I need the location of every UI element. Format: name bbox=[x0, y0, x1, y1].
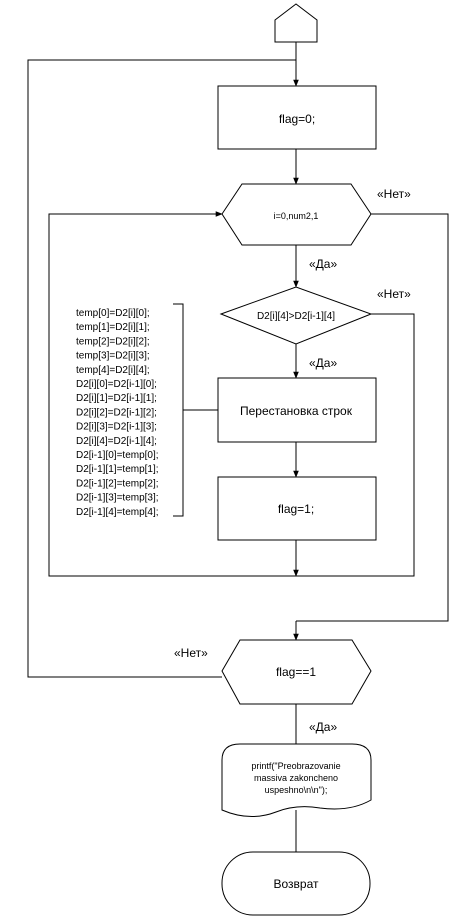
swap-comment-line: D2[i-1][1]=temp[1]; bbox=[76, 464, 159, 475]
compare-no-label: «Нет» bbox=[377, 287, 411, 301]
swap-comment-line: temp[1]=D2[i][1]; bbox=[76, 322, 150, 333]
swap-comment-line: temp[2]=D2[i][2]; bbox=[76, 336, 150, 347]
swap-comment-line: temp[3]=D2[i][3]; bbox=[76, 351, 150, 362]
return-text: Возврат bbox=[274, 877, 320, 891]
decision-flag-check bbox=[221, 639, 372, 705]
swap-comment-line: D2[i][0]=D2[i-1][0]; bbox=[76, 379, 157, 390]
terminal-return bbox=[221, 851, 371, 916]
flag-check-text: flag==1 bbox=[276, 665, 316, 679]
loop-header-text: i=0,num2,1 bbox=[274, 211, 319, 221]
swap-comment-line: D2[i-1][0]=temp[0]; bbox=[76, 450, 159, 461]
swap-comment: temp[0]=D2[i][0]; temp[1]=D2[i][1]; temp[2… bbox=[76, 308, 159, 518]
swap-comment-line: temp[4]=D2[i][4]; bbox=[76, 365, 150, 376]
entry-connector bbox=[274, 3, 318, 43]
loop-exit-label: «Нет» bbox=[377, 187, 411, 201]
flow-line-loop-back bbox=[48, 211, 296, 577]
compare-yes-label: «Да» bbox=[309, 356, 337, 370]
swap-comment-line: D2[i-1][4]=temp[4]; bbox=[76, 507, 159, 518]
flag-check-no-label: «Нет» bbox=[174, 646, 208, 660]
comment-bracket bbox=[173, 303, 184, 517]
swap-comment-line: D2[i][4]=D2[i-1][4]; bbox=[76, 436, 157, 447]
printf-text-line3: uspeshno\n\n"); bbox=[265, 785, 328, 795]
swap-comment-line: D2[i-1][2]=temp[2]; bbox=[76, 478, 159, 489]
flow-line-compare-no bbox=[296, 313, 415, 577]
printf-text-line1: printf("Preobrazovanie bbox=[251, 761, 340, 771]
swap-comment-line: D2[i][2]=D2[i-1][2]; bbox=[76, 407, 157, 418]
process-flag-zero bbox=[217, 85, 377, 150]
swap-comment-line: D2[i-1][3]=temp[3]; bbox=[76, 493, 159, 504]
swap-block-text: Перестановка строк bbox=[240, 404, 353, 418]
flag-check-yes-label: «Да» bbox=[309, 720, 337, 734]
swap-comment-line: D2[i][1]=D2[i-1][1]; bbox=[76, 393, 157, 404]
swap-comment-line: D2[i][3]=D2[i-1][3]; bbox=[76, 422, 157, 433]
output-printf bbox=[221, 743, 372, 817]
loop-enter-label: «Да» bbox=[309, 257, 337, 271]
compare-condition-text: D2[i][4]>D2[i-1][4] bbox=[257, 311, 335, 322]
swap-comment-line: temp[0]=D2[i][0]; bbox=[76, 308, 150, 319]
flow-line-repeat bbox=[27, 59, 296, 678]
process-flag-one bbox=[217, 476, 377, 541]
printf-text-line2: massiva zakoncheno bbox=[254, 773, 338, 783]
flag-one-text: flag=1; bbox=[278, 502, 314, 516]
flag-zero-text: flag=0; bbox=[279, 112, 315, 126]
flow-line-loop-exit bbox=[296, 213, 449, 622]
